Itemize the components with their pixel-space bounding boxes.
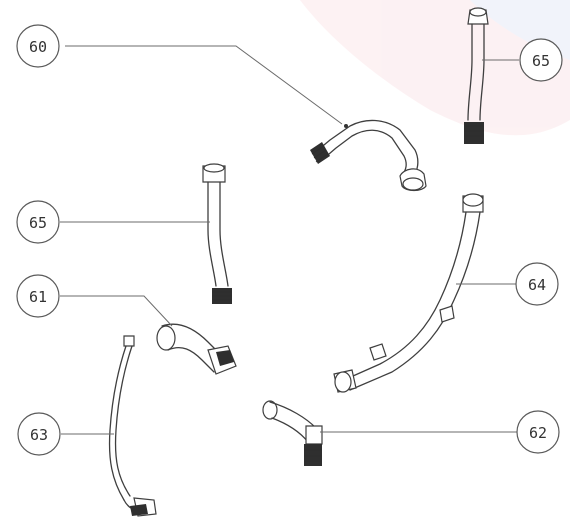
callout-64: 64 xyxy=(515,262,559,306)
callout-65-top-label: 65 xyxy=(532,52,550,70)
part-61-elbow xyxy=(156,323,237,375)
callout-61: 61 xyxy=(16,274,60,318)
part-65-mid-pipe xyxy=(202,163,232,304)
leader-60 xyxy=(65,45,343,125)
part-65-top-pipe xyxy=(464,7,489,144)
callout-65-mid-label: 65 xyxy=(29,214,47,232)
part-60-thread xyxy=(310,142,330,164)
callout-61-label: 61 xyxy=(29,288,47,306)
callout-62-label: 62 xyxy=(529,424,547,442)
part-63-pipe xyxy=(108,335,157,517)
part-64-pipe xyxy=(333,193,484,393)
callout-60-label: 60 xyxy=(29,38,47,56)
callout-63-label: 63 xyxy=(30,426,48,444)
callout-65-mid: 65 xyxy=(16,200,60,244)
part-62-pipe xyxy=(262,400,323,466)
callout-64-label: 64 xyxy=(528,276,546,294)
part-60-pipe xyxy=(310,119,427,192)
callout-62: 62 xyxy=(516,410,560,454)
callout-60: 60 xyxy=(16,24,60,68)
callout-63: 63 xyxy=(17,412,61,456)
leader-61 xyxy=(60,295,173,327)
callout-65-top: 65 xyxy=(519,38,563,82)
